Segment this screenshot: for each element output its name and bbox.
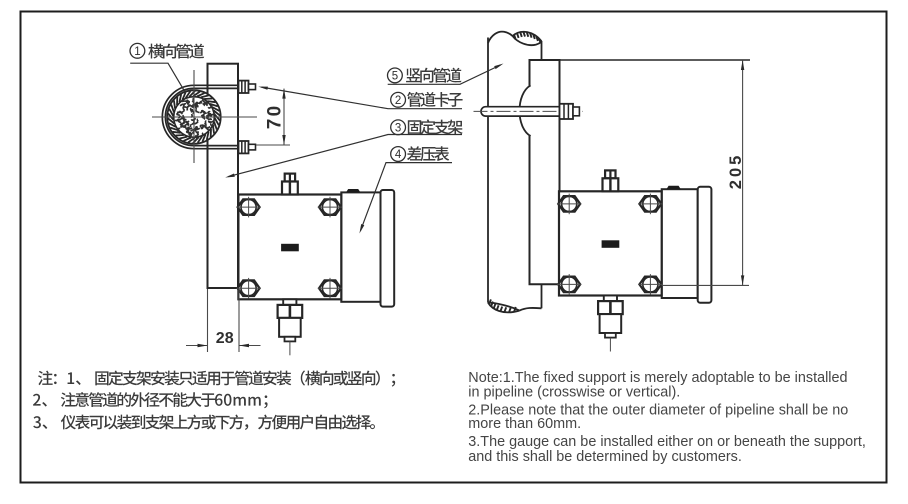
svg-text:70: 70 [264, 103, 285, 129]
svg-text:28: 28 [216, 330, 234, 347]
svg-text:1: 1 [134, 46, 140, 58]
svg-text:in pipeline (crosswise or vert: in pipeline (crosswise or vertical). [468, 385, 680, 401]
svg-text:more than 60mm.: more than 60mm. [468, 416, 581, 432]
svg-text:2.Please note that the outer d: 2.Please note that the outer diameter of… [468, 403, 848, 419]
svg-text:3: 3 [395, 122, 401, 134]
svg-text:and this shall be determined b: and this shall be determined by customer… [468, 449, 742, 465]
svg-text:4: 4 [395, 149, 402, 161]
svg-text:3.The gauge can be installed e: 3.The gauge can be installed either on o… [468, 434, 866, 450]
svg-text:205: 205 [727, 153, 745, 190]
svg-text:2: 2 [395, 95, 401, 107]
svg-text:5: 5 [392, 71, 398, 83]
svg-text:Note:1.The fixed support is me: Note:1.The fixed support is merely adopt… [468, 370, 847, 386]
